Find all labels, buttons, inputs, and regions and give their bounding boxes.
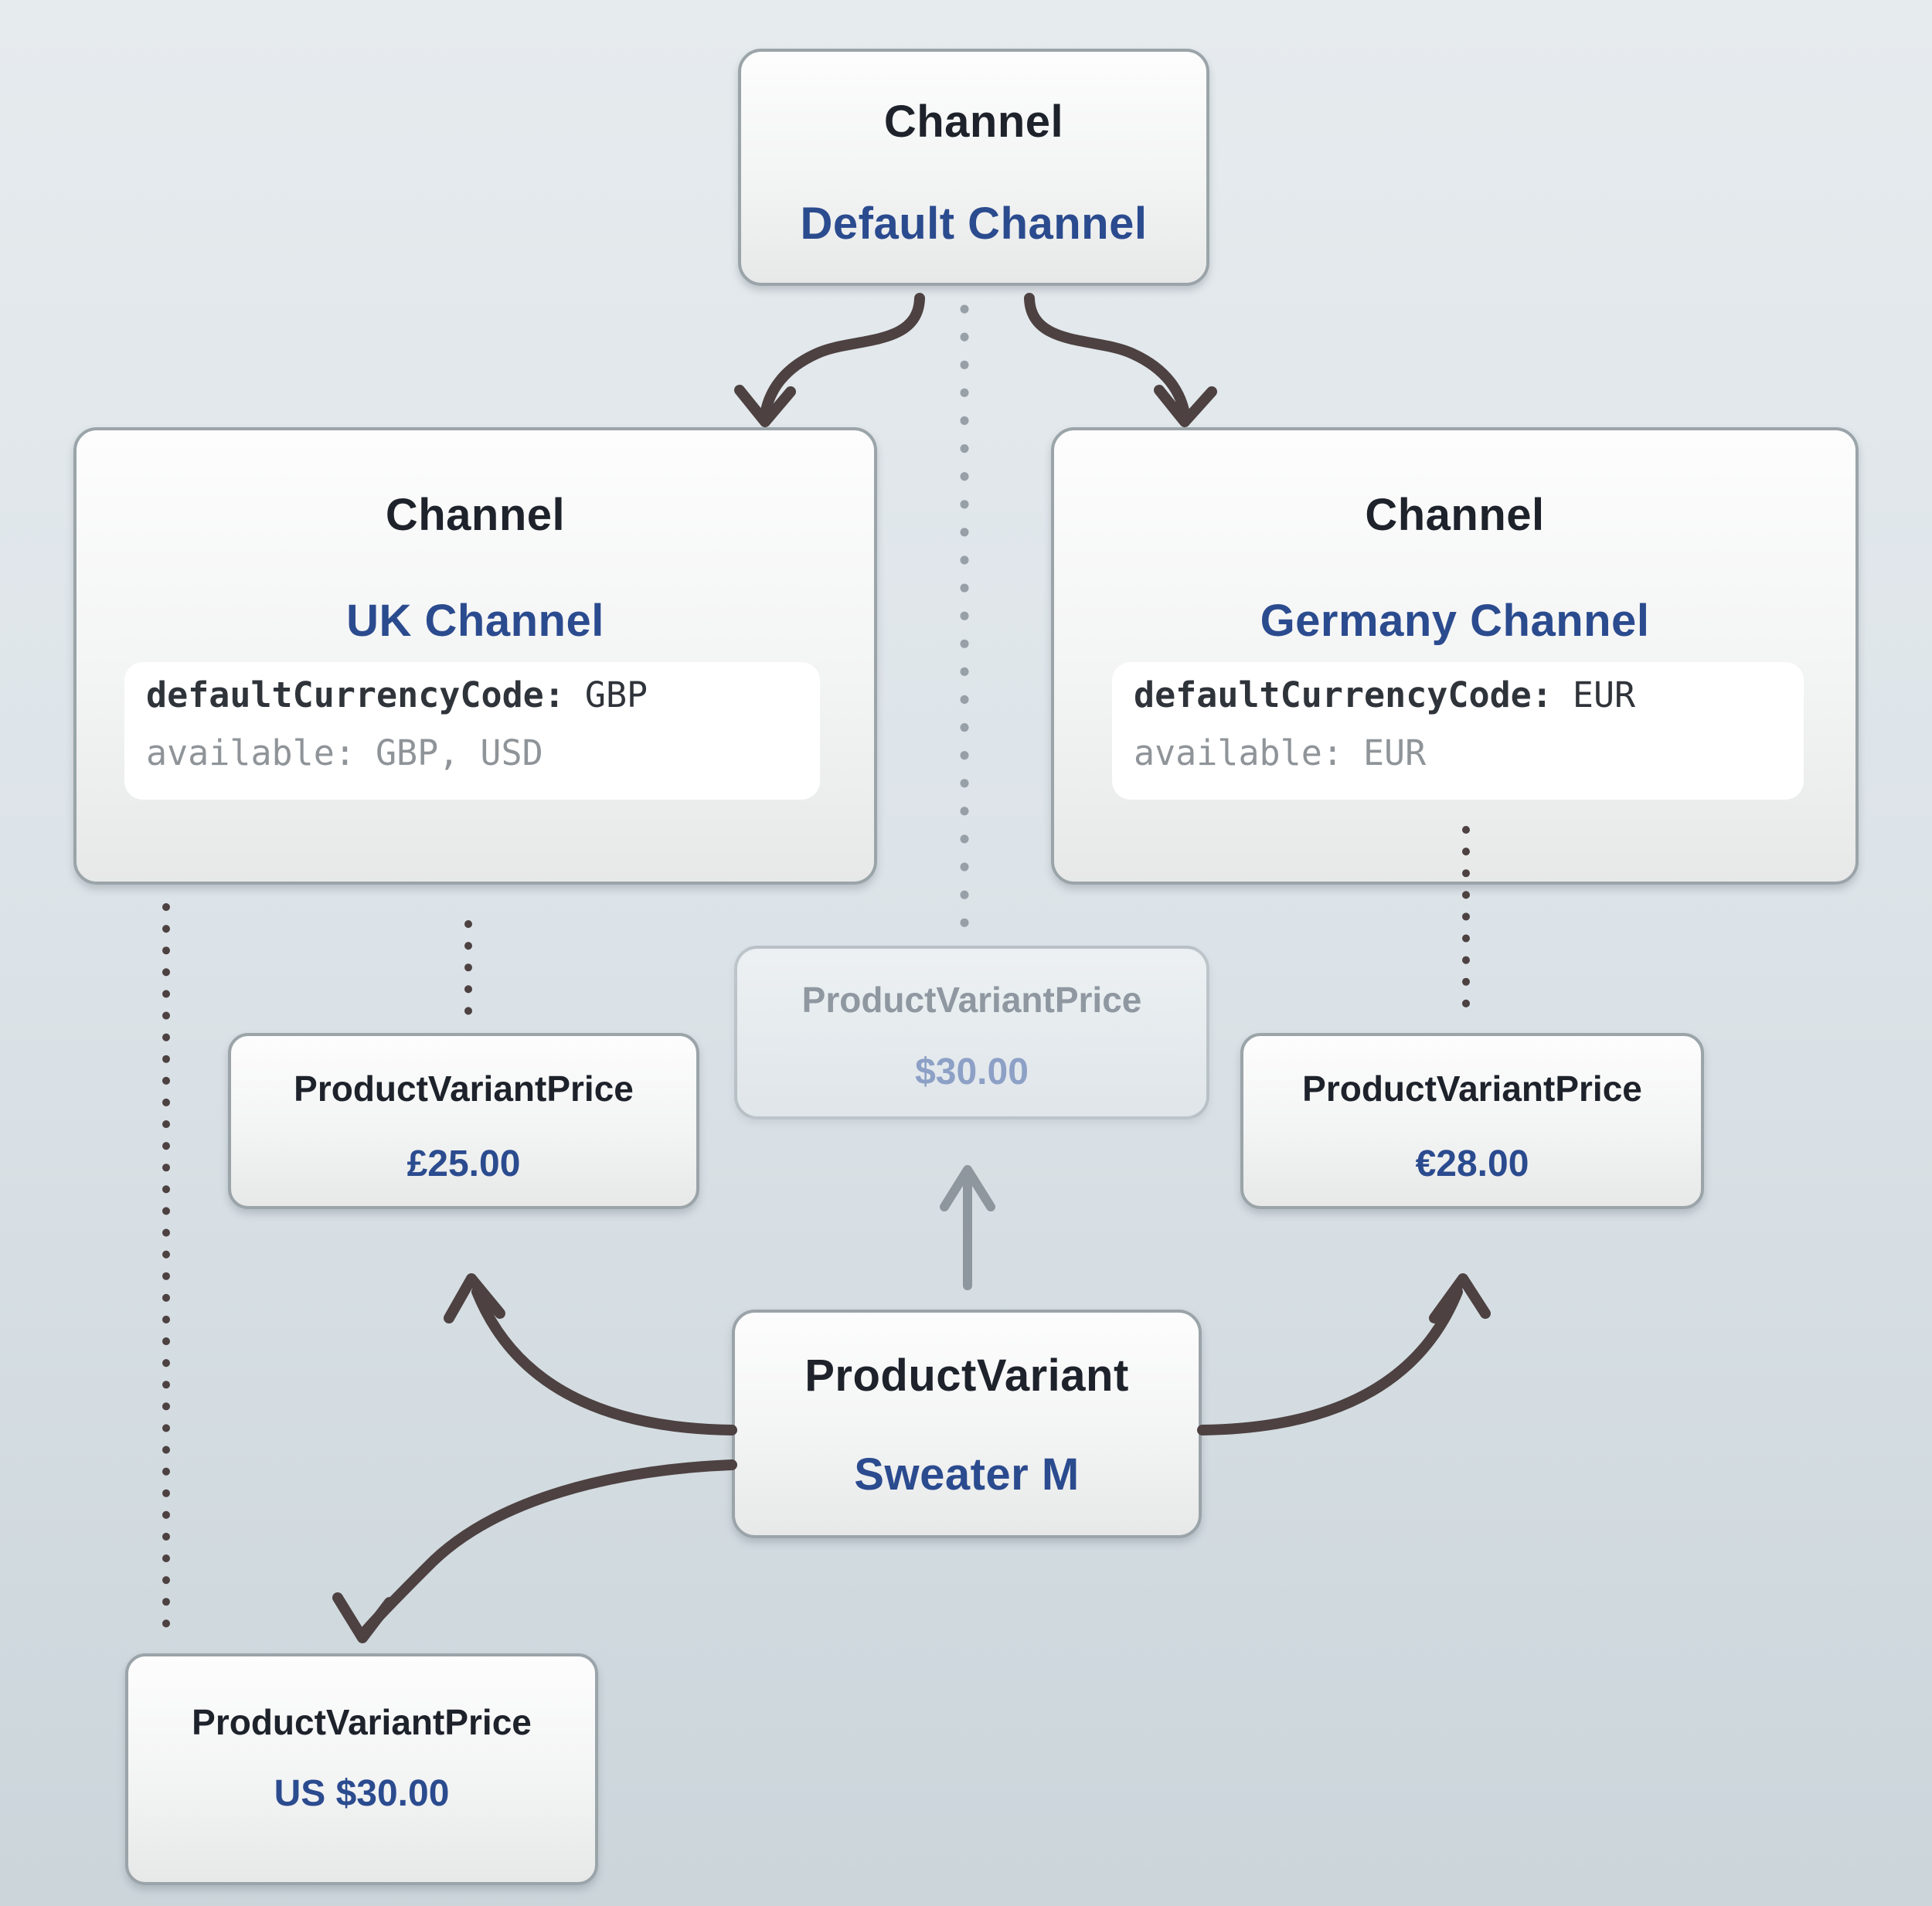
code-key: defaultCurrencyCode:	[1134, 674, 1553, 715]
arrow-default-channel-to-uk-channel	[734, 293, 925, 427]
node-usd-price: ProductVariantPrice US $30.00	[125, 1653, 598, 1885]
currency-code-box: defaultCurrencyCode: GBP available: GBP, U…	[124, 662, 820, 800]
node-type-label: ProductVariantPrice	[192, 1702, 532, 1742]
node-name-label: UK Channel	[346, 596, 604, 646]
arrowhead-icon	[734, 385, 796, 427]
default-currency-line: defaultCurrencyCode: GBP	[146, 673, 648, 718]
price-value-label: €28.00	[1415, 1143, 1529, 1184]
node-type-label: ProductVariant	[804, 1351, 1129, 1401]
arrowhead-icon	[444, 1273, 505, 1323]
code-key: defaultCurrencyCode:	[146, 674, 565, 715]
code-value: EUR	[1572, 674, 1636, 715]
node-name-label: Default Channel	[800, 199, 1148, 249]
available-currencies-line: available: EUR	[1134, 731, 1426, 776]
node-name-label: Germany Channel	[1260, 596, 1650, 646]
price-value-label: £25.00	[406, 1143, 521, 1184]
code-value: GBP, USD	[375, 732, 543, 773]
node-germany-price: ProductVariantPrice €28.00	[1240, 1033, 1704, 1209]
node-type-label: Channel	[1365, 490, 1545, 540]
node-product-variant: ProductVariant Sweater M	[732, 1310, 1202, 1538]
arrowhead-icon	[332, 1592, 395, 1643]
node-type-label: ProductVariantPrice	[294, 1069, 634, 1109]
arrow-product-variant-to-usd-price	[332, 1459, 737, 1643]
node-type-label: ProductVariantPrice	[801, 980, 1142, 1020]
code-value: GBP	[584, 674, 648, 715]
code-key: available:	[1134, 732, 1343, 773]
price-value-label: $30.00	[915, 1052, 1029, 1092]
node-germany-channel: Channel Germany Channel defaultCurrencyC…	[1051, 427, 1859, 885]
node-name-label: Sweater M	[854, 1449, 1080, 1500]
arrow-product-variant-to-default-price	[940, 1165, 995, 1290]
code-key: available:	[146, 732, 355, 773]
node-type-label: ProductVariantPrice	[1302, 1069, 1642, 1109]
currency-code-box: defaultCurrencyCode: EUR available: EUR	[1112, 662, 1804, 800]
node-default-channel: Channel Default Channel	[738, 49, 1209, 286]
available-currencies-line: available: GBP, USD	[146, 731, 543, 776]
node-uk-price: ProductVariantPrice £25.00	[228, 1033, 699, 1209]
default-currency-line: defaultCurrencyCode: EUR	[1134, 673, 1635, 718]
arrowhead-icon	[940, 1165, 995, 1211]
node-uk-channel: Channel UK Channel defaultCurrencyCode: G…	[73, 427, 877, 885]
node-type-label: Channel	[385, 490, 566, 540]
arrowhead-icon	[1154, 385, 1217, 427]
price-value-label: US $30.00	[274, 1773, 450, 1814]
arrow-product-variant-to-germany-price	[1197, 1273, 1491, 1435]
code-value: EUR	[1362, 732, 1427, 773]
node-type-label: Channel	[883, 97, 1064, 147]
arrow-product-variant-to-uk-price	[444, 1273, 737, 1435]
node-default-channel-price: ProductVariantPrice $30.00	[734, 946, 1209, 1119]
arrowhead-icon	[1429, 1273, 1491, 1323]
arrow-default-channel-to-germany-channel	[1024, 293, 1217, 427]
